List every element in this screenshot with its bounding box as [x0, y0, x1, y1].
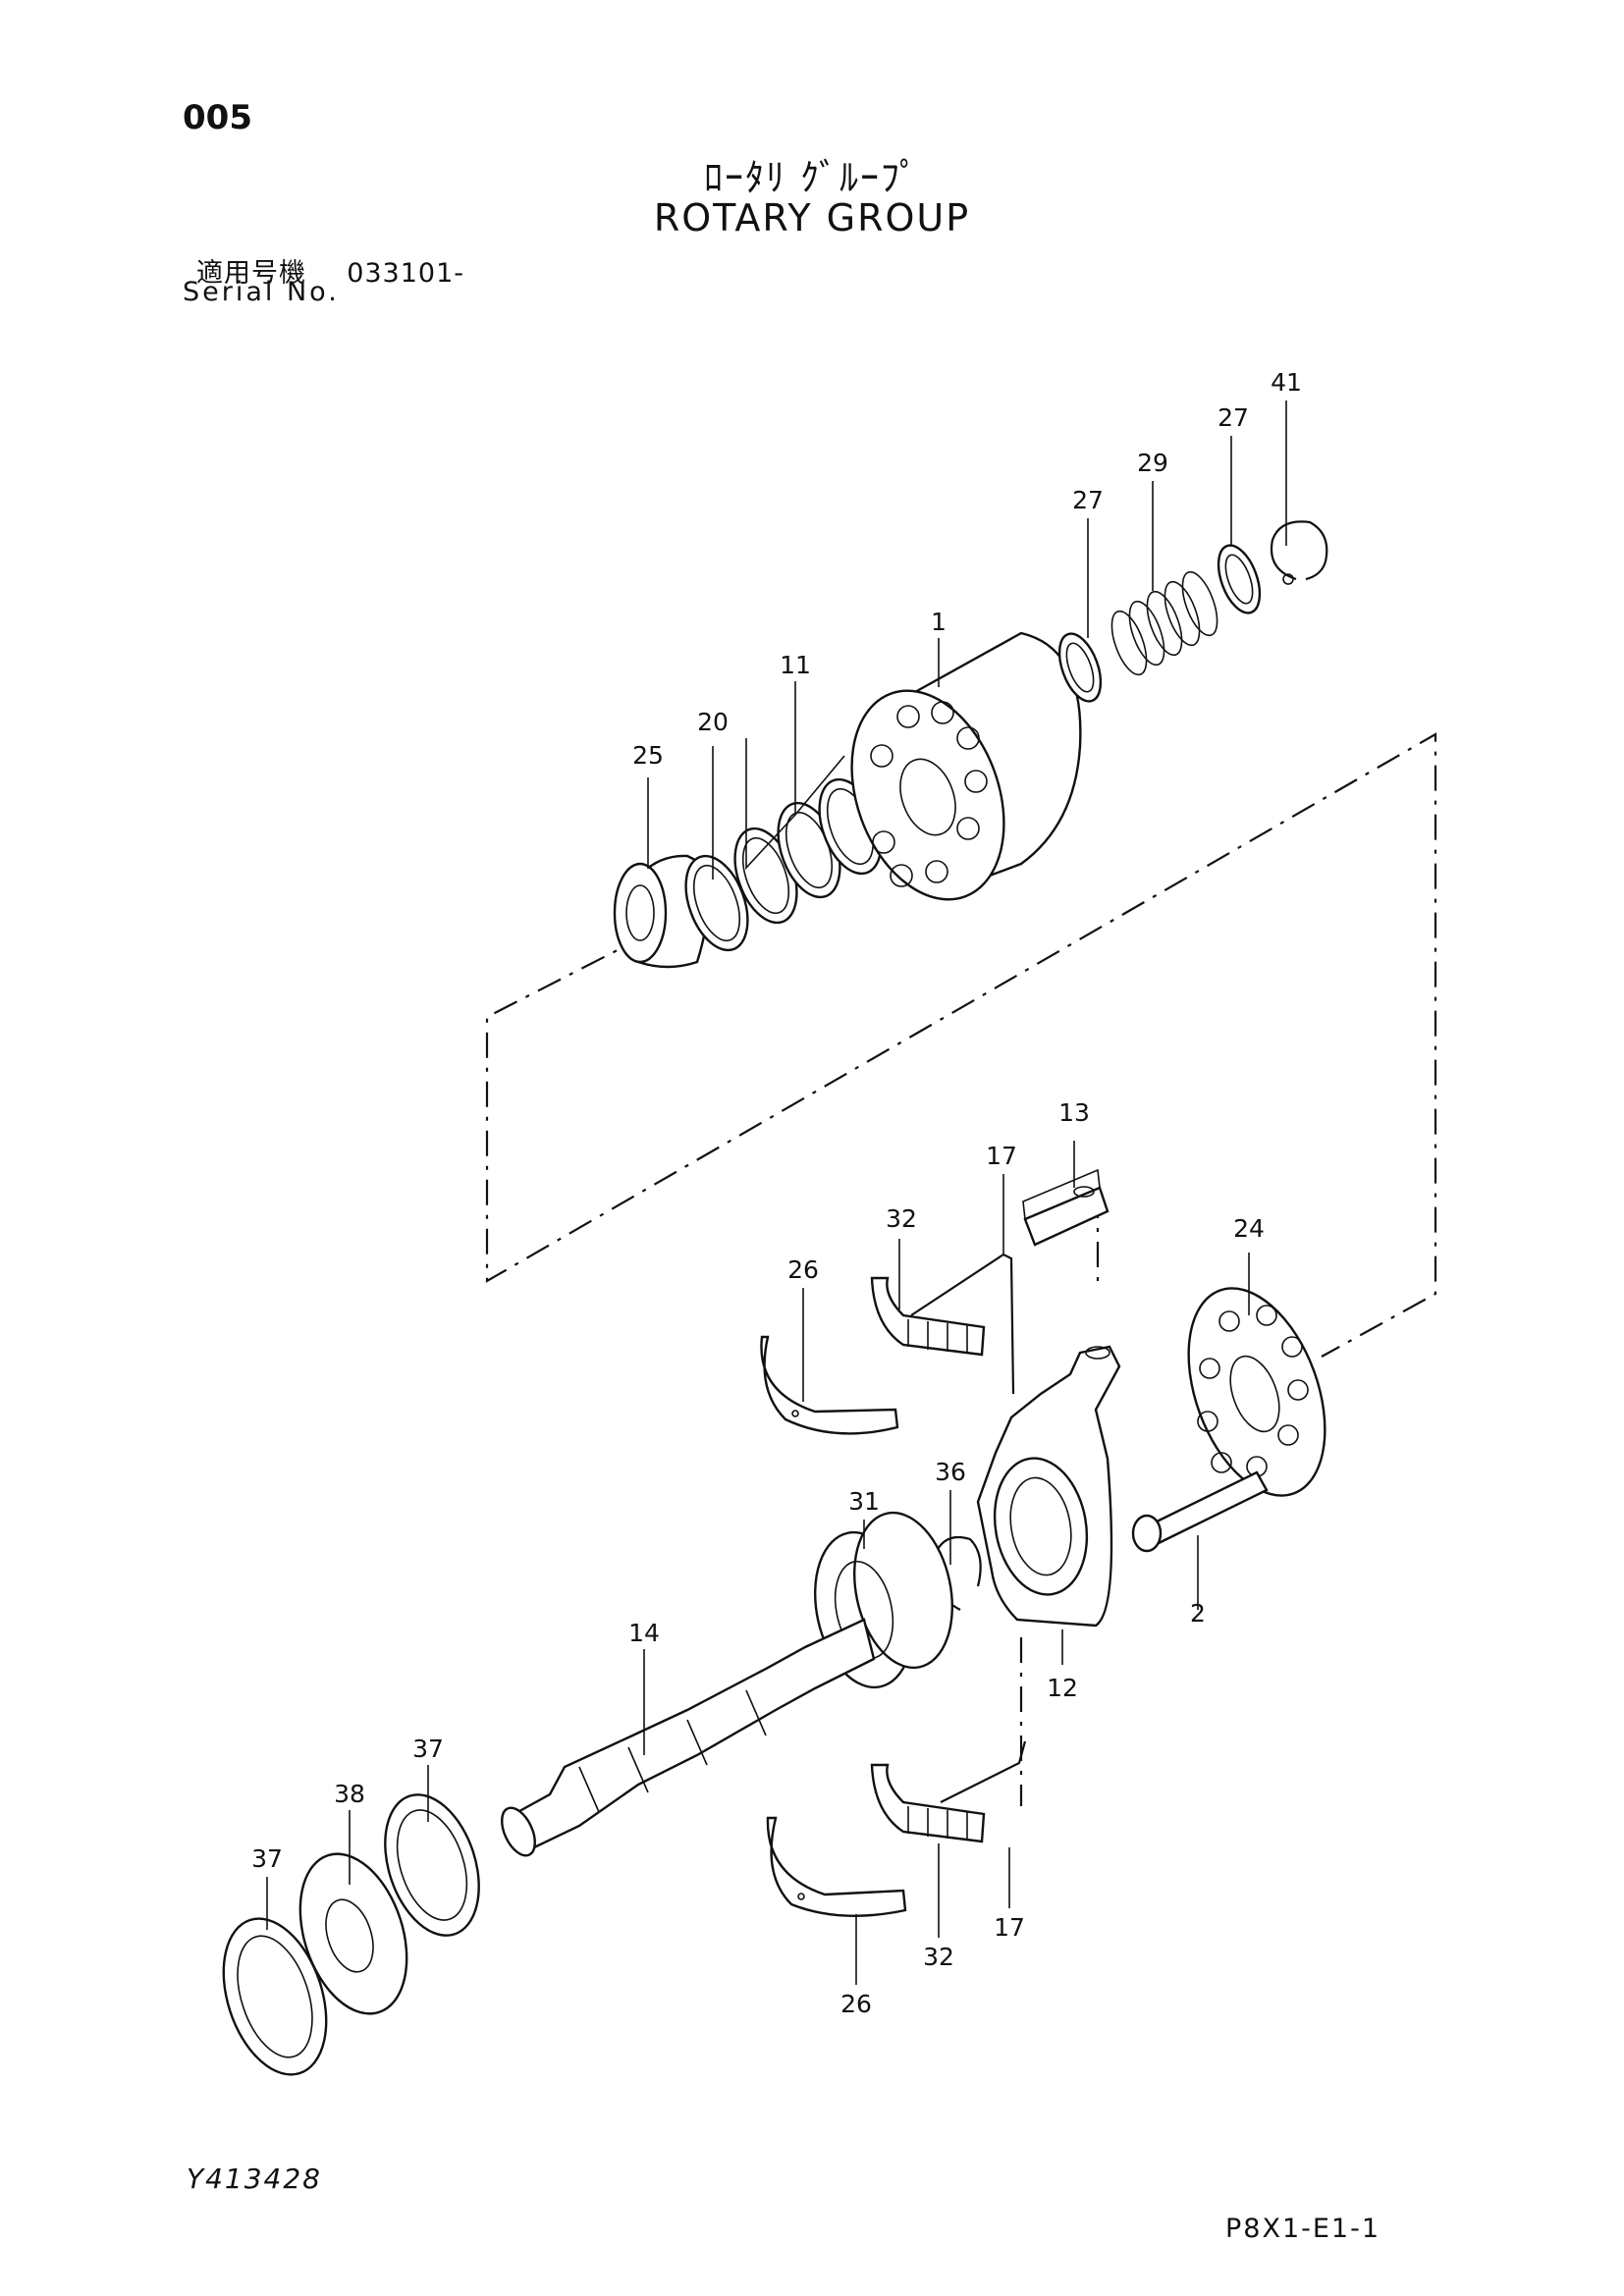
callout-26-upper: 26	[787, 1255, 819, 1284]
serial-value: 033101-	[347, 258, 464, 289]
part-37-retaining-ring-outer	[222, 1917, 328, 2076]
callout-37-inner: 37	[412, 1735, 444, 1763]
callout-14: 14	[628, 1619, 660, 1647]
callout-1: 1	[931, 608, 947, 636]
part-37-retaining-ring-inner	[384, 1793, 480, 1937]
part-27-spring-seat-rear	[1217, 544, 1262, 614]
callout-41: 41	[1271, 368, 1302, 397]
callout-17-upper: 17	[986, 1142, 1017, 1170]
callout-24: 24	[1233, 1214, 1265, 1243]
sheet-id: P8X1-E1-1	[1225, 2214, 1381, 2244]
callout-13: 13	[1058, 1098, 1090, 1127]
callout-20: 20	[697, 708, 729, 736]
callout-32-upper: 32	[886, 1204, 917, 1233]
callout-37-outer: 37	[251, 1844, 283, 1873]
callout-27-rear: 27	[1218, 403, 1249, 432]
title-english: ROTARY GROUP	[653, 196, 971, 240]
part-17-pin-lower	[940, 1740, 1027, 1803]
callout-leader-lines	[266, 400, 1287, 1985]
serial-label-japanese: 適用号機	[196, 258, 306, 289]
page-number: 005	[183, 98, 252, 137]
callout-36: 36	[935, 1458, 966, 1486]
part-2-guide-pin	[1131, 1470, 1269, 1553]
part-32-roller-cage-lower	[870, 1763, 986, 1843]
callout-11: 11	[780, 651, 811, 679]
part-27-spring-seat-front	[1057, 632, 1103, 703]
document-id: Y413428	[187, 2163, 322, 2195]
part-12-swash-plate	[976, 1345, 1121, 1628]
callout-29: 29	[1137, 449, 1168, 477]
serial-applicability: 適用号機 033101-	[196, 251, 464, 290]
serial-label-english: Serial No.	[183, 277, 340, 307]
callout-12: 12	[1047, 1674, 1078, 1702]
part-24-retainer-plate	[1187, 1287, 1326, 1497]
callout-31: 31	[848, 1487, 880, 1516]
part-29-spring	[1110, 570, 1218, 676]
callout-2: 2	[1190, 1599, 1206, 1628]
part-14-shaft	[501, 1618, 876, 1857]
part-20-ring	[684, 854, 749, 952]
part-25-spherical-bush	[613, 854, 710, 969]
part-1-cylinder-block	[850, 631, 1082, 901]
title-japanese: ﾛｰﾀﾘ ｸﾞﾙｰﾌﾟ	[703, 156, 921, 199]
part-26-shoe-plate-lower	[766, 1816, 907, 1917]
part-32-roller-cage-upper	[870, 1276, 986, 1357]
callout-38: 38	[334, 1780, 365, 1808]
part-38-seal-washer	[298, 1852, 408, 2015]
callout-25: 25	[632, 741, 664, 770]
part-41-snap-ring	[1270, 520, 1328, 585]
part-13-key-block	[1022, 1168, 1110, 1247]
part-26-shoe-plate-upper	[760, 1335, 899, 1435]
part-17-pin-upper	[910, 1253, 1015, 1395]
callout-27-front: 27	[1072, 486, 1104, 514]
callout-26-lower: 26	[840, 1990, 872, 2018]
callout-numbers: 1 27 29 27 41 11 20 25 13 17 32 26 24 36…	[251, 368, 1302, 2018]
callout-17-lower: 17	[994, 1913, 1025, 1942]
callout-32-lower: 32	[923, 1943, 954, 1971]
